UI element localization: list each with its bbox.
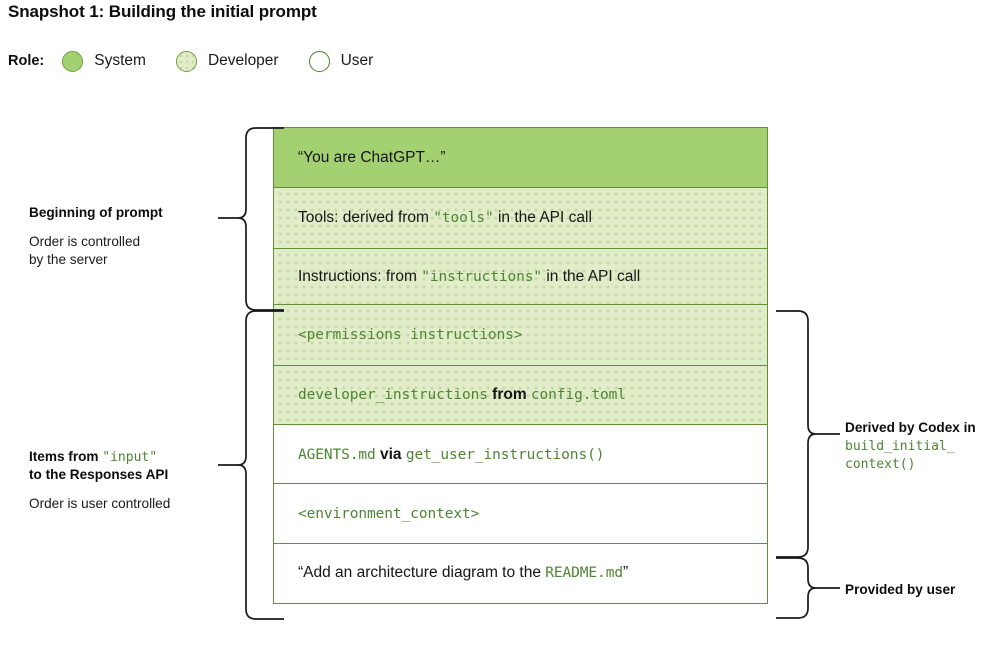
block-text: Instructions: from "instructions" in the…: [298, 267, 641, 285]
bracket-beginning-of-prompt: [218, 127, 284, 311]
prompt-block-permissions: <permissions instructions>: [273, 304, 768, 367]
annotation-derived-mono: build_initial_ context(): [845, 439, 955, 473]
annotation-beginning-head: Beginning of prompt: [29, 205, 163, 220]
annotation-provided-head: Provided by user: [845, 582, 956, 597]
legend-item-developer-label: Developer: [207, 52, 279, 69]
prompt-block-system-persona: “You are ChatGPT…”: [273, 127, 768, 189]
legend-item-developer: Developer: [175, 50, 279, 72]
prompt-block-user-message: “Add an architecture diagram to the READ…: [273, 542, 768, 604]
prompt-block-developer-instructions: developer_instructions from config.toml: [273, 364, 768, 426]
annotation-derived-head: Derived by Codex in: [845, 420, 976, 435]
prompt-block-agents-md: AGENTS.md via get_user_instructions(): [273, 424, 768, 486]
block-text: developer_instructions from config.toml: [298, 386, 626, 404]
block-text: <environment_context>: [298, 505, 480, 522]
annotation-beginning-of-prompt: Beginning of prompt Order is controlled …: [29, 204, 219, 269]
block-text: “Add an architecture diagram to the READ…: [298, 564, 629, 582]
annotation-items-sub: Order is user controlled: [29, 496, 171, 512]
role-legend: Role: System Developer User: [8, 48, 403, 74]
prompt-block-stack: “You are ChatGPT…” Tools: derived from "…: [273, 127, 768, 604]
legend-item-system-label: System: [94, 52, 146, 69]
prompt-block-environment-context: <environment_context>: [273, 483, 768, 545]
page-title: Snapshot 1: Building the initial prompt: [8, 2, 317, 21]
annotation-provided-by-user: Provided by user: [845, 581, 995, 599]
bracket-items-from-input: [218, 310, 284, 620]
prompt-block-tools: Tools: derived from "tools" in the API c…: [273, 187, 768, 250]
block-text: <permissions instructions>: [298, 327, 523, 344]
block-text: AGENTS.md via get_user_instructions(): [298, 445, 605, 463]
bracket-derived-by-codex: [776, 310, 840, 558]
annotation-items-head: Items from "input" to the Responses API: [29, 449, 169, 483]
prompt-block-instructions: Instructions: from "instructions" in the…: [273, 247, 768, 306]
outline-circle-icon: [308, 50, 330, 72]
solid-green-circle-icon: [62, 50, 84, 72]
annotation-beginning-sub: Order is controlled by the server: [29, 234, 141, 268]
legend-label: Role:: [8, 53, 45, 69]
bracket-provided-by-user: [776, 557, 840, 619]
block-text: Tools: derived from "tools" in the API c…: [298, 209, 592, 227]
legend-item-user: User: [308, 50, 374, 72]
legend-item-system: System: [62, 50, 146, 72]
annotation-derived-by-codex: Derived by Codex in build_initial_ conte…: [845, 419, 995, 474]
legend-item-user-label: User: [340, 52, 374, 69]
dotted-green-circle-icon: [175, 50, 197, 72]
block-text: “You are ChatGPT…”: [298, 149, 446, 166]
annotation-items-from-input: Items from "input" to the Responses API …: [29, 448, 229, 513]
